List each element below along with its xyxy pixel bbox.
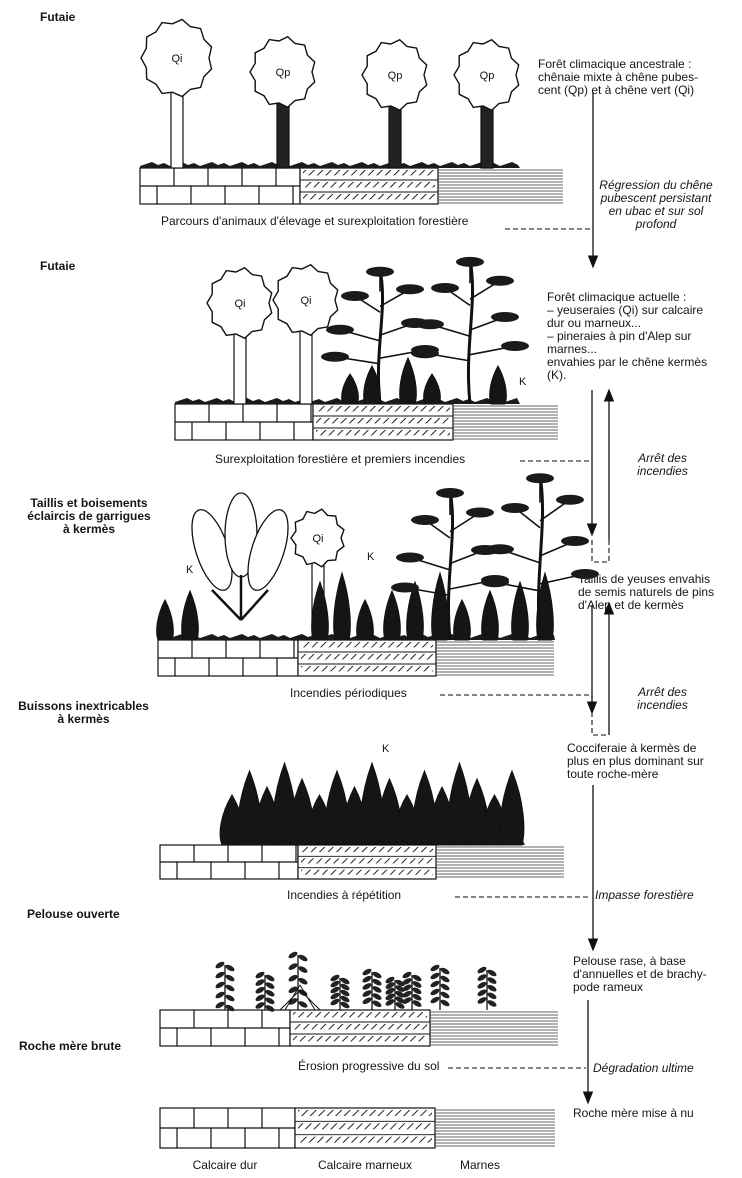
kermes-shrub-3-8 [454, 600, 471, 640]
kermes-label-2: K [519, 376, 527, 388]
dashed-loop-1 [592, 540, 609, 562]
kermes-shrub-3-1 [182, 591, 199, 640]
tree-qi-3: Qi [273, 265, 338, 404]
kermes-shrub-3-0 [157, 600, 174, 640]
tree-label: Qi [172, 53, 183, 65]
kermes-shrub-2-3 [424, 374, 441, 404]
kermes-shrub-3-7 [432, 573, 449, 640]
cross-section-1 [140, 168, 563, 204]
cross-section-4 [160, 845, 564, 879]
tree-label: Qi [301, 295, 312, 307]
kermes-label-3a: K [186, 564, 194, 576]
kermes-label-3b: K [367, 551, 375, 563]
kermes-shrub-3-10 [512, 582, 529, 640]
tree-label: Qi [235, 298, 246, 310]
pine-3b [481, 473, 599, 640]
cross-section-6 [160, 1108, 555, 1148]
kermes-shrub-3-5 [384, 591, 401, 640]
tree-label: Qp [276, 67, 291, 79]
kermes-shrub-3-4 [357, 600, 374, 640]
pine-2a [321, 267, 439, 404]
cross-section-5 [160, 1010, 558, 1046]
tree-qp-3: Qp [454, 40, 519, 168]
open-grassland-herbs [214, 950, 497, 1013]
tree-label: Qp [388, 70, 403, 82]
stage-1-ground-cover [140, 162, 520, 168]
holm-oak-coppice [184, 493, 296, 620]
kermes-shrub-3-9 [482, 591, 499, 640]
tree-qi-2: Qi [207, 268, 272, 404]
kermes-shrub-4-16 [500, 771, 524, 845]
dashed-loop-2 [592, 712, 609, 735]
tree-qi-1: Qi [141, 20, 212, 169]
kermes-label-4: K [382, 743, 390, 755]
cross-section-3 [158, 640, 554, 676]
tree-qp-2: Qp [362, 40, 427, 168]
tree-label: Qp [480, 70, 495, 82]
kermes-shrub-2-0 [342, 374, 359, 404]
kermes-shrub-3-3 [334, 573, 351, 640]
cross-section-2 [175, 404, 558, 440]
tree-qp-1: Qp [250, 37, 315, 168]
tree-label: Qi [313, 533, 324, 545]
kermes-shrub-2-2 [400, 358, 417, 404]
kermes-shrub-2-4 [490, 366, 507, 404]
